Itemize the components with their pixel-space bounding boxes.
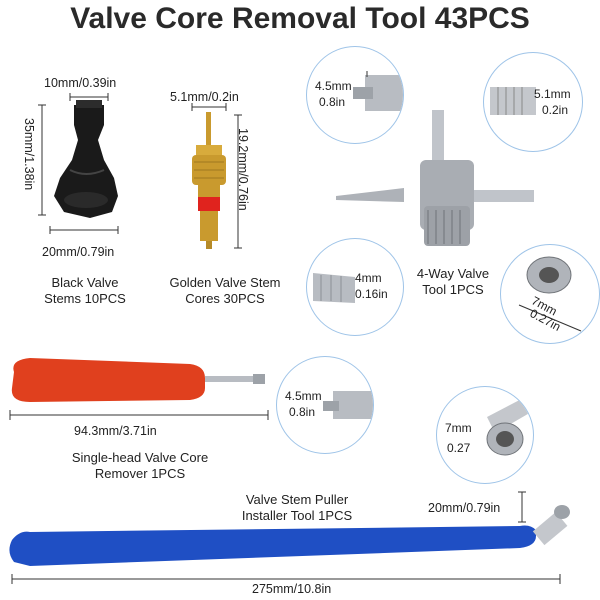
detail-circle-puller-socket: 7mm 0.27 xyxy=(436,386,534,484)
screwdriver-length: 94.3mm/3.71in xyxy=(74,424,157,438)
puller-caption: Valve Stem Puller Installer Tool 1PCS xyxy=(241,492,353,523)
detail-circle-remover-tip: 4.5mm 0.8in xyxy=(276,356,374,454)
golden-core-caption: Golden Valve Stem Cores 30PCS xyxy=(169,275,281,306)
detail-circle-threaded-tip: 5.1mm 0.2in xyxy=(483,52,583,152)
black-valve-bottom-width: 20mm/0.79in xyxy=(42,245,115,259)
puller-tip-length: 20mm/0.79in xyxy=(428,501,501,515)
four-way-caption: 4-Way Valve Tool 1PCS xyxy=(416,266,490,297)
detail-circle-tapered-tip: 4mm 0.16in xyxy=(306,238,404,336)
screwdriver-caption: Single-head Valve Core Remover 1PCS xyxy=(71,450,209,481)
detail-circle-slot-tip: 4.5mm 0.8in xyxy=(306,46,404,144)
puller-length: 275mm/10.8in xyxy=(252,582,332,596)
golden-core-width: 5.1mm/0.2in xyxy=(170,90,239,104)
black-valve-top-width: 10mm/0.39in xyxy=(44,76,117,90)
page-title: Valve Core Removal Tool 43PCS xyxy=(70,2,530,35)
black-valve-caption: Black Valve Stems 10PCS xyxy=(44,275,126,306)
detail-circle-socket-end: 7mm 0.27in xyxy=(500,244,600,344)
